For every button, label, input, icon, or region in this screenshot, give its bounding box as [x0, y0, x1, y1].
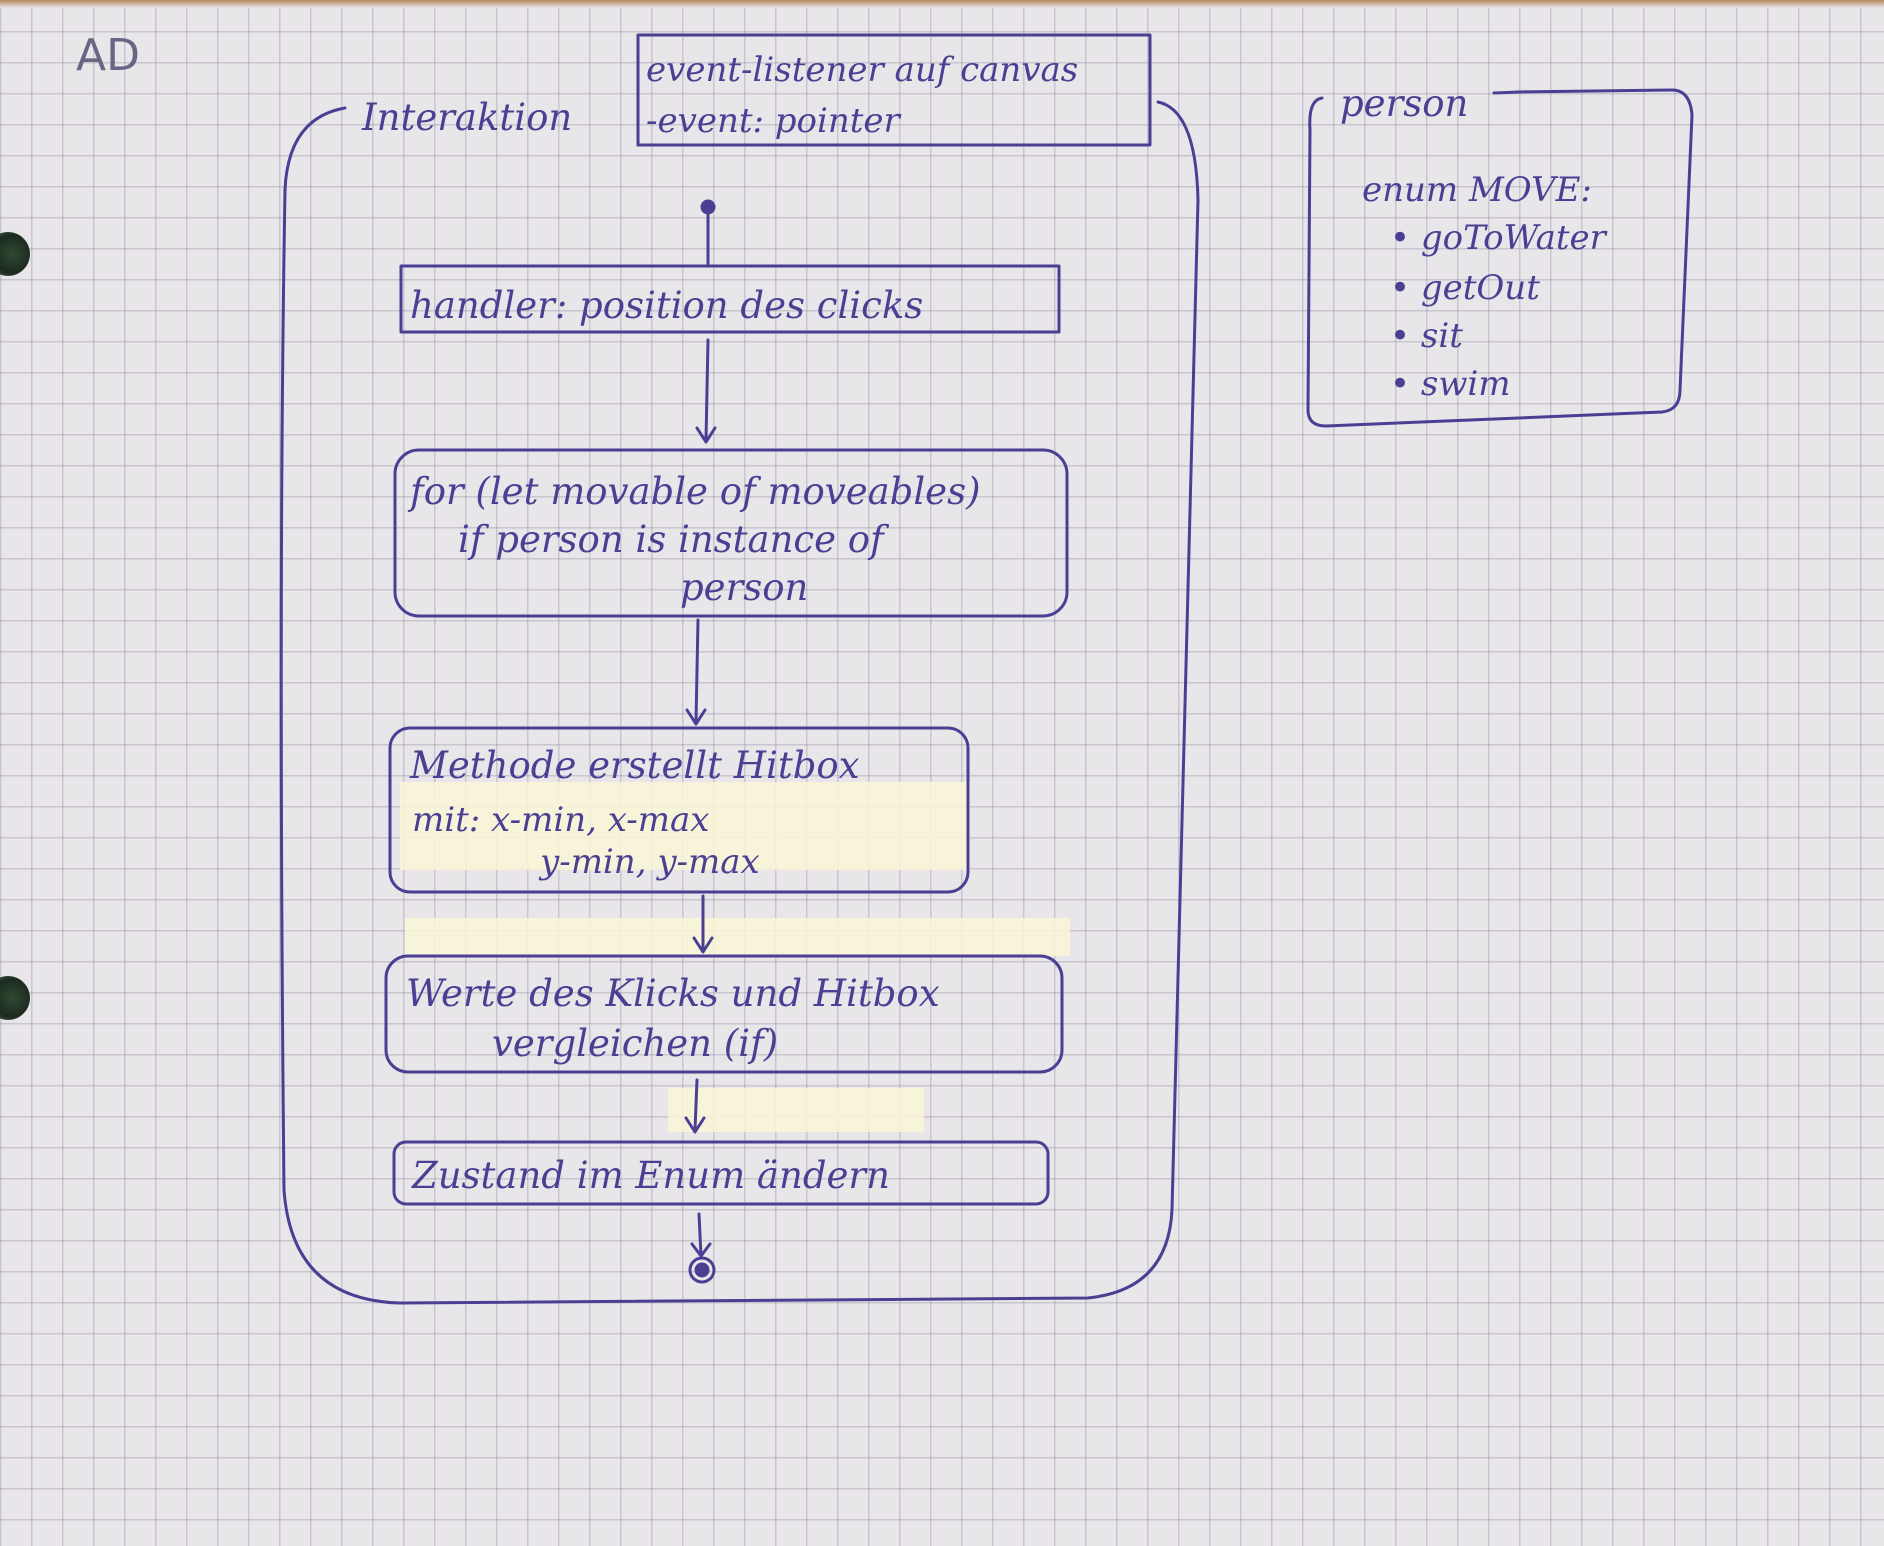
enum-item-label: sit — [1420, 316, 1463, 356]
enum-label: enum MOVE: — [1362, 170, 1592, 210]
step-2-line-2: if person is instance of — [458, 518, 884, 561]
class-title: person — [1340, 82, 1469, 125]
arrowhead — [690, 1242, 712, 1258]
arrowhead — [684, 1116, 706, 1134]
step-2-line-1: for (let movable of moveables) — [410, 470, 981, 513]
flow-arrow — [694, 618, 700, 724]
correction-tape — [400, 782, 970, 870]
final-node-inner — [694, 1262, 710, 1278]
step-box-5 — [392, 1140, 1050, 1206]
activity-frame — [279, 100, 1200, 1305]
arrowhead — [685, 708, 707, 726]
arrowhead — [692, 936, 714, 954]
step-box-2 — [393, 448, 1069, 618]
step-3-line-2: mit: x-min, x-max — [412, 800, 710, 840]
step-4-line-1: Werte des Klicks und Hitbox — [406, 972, 940, 1015]
step-box-1 — [399, 264, 1061, 334]
step-3-line-3: y-min, y-max — [540, 842, 760, 882]
enum-item-label: swim — [1420, 364, 1511, 404]
step-1-text: handler: position des clicks — [410, 284, 924, 327]
final-node — [688, 1256, 716, 1284]
class-box — [1306, 88, 1694, 428]
trigger-line-2: -event: pointer — [646, 101, 900, 141]
flow-arrow — [704, 338, 710, 442]
enum-item: • sit — [1390, 316, 1463, 356]
step-3-line-1: Methode erstellt Hitbox — [410, 744, 860, 787]
enum-item: • swim — [1390, 364, 1511, 404]
paper-top-edge — [0, 0, 1884, 8]
flow-arrow — [693, 1078, 699, 1132]
correction-tape — [405, 918, 1070, 956]
trigger-box — [636, 33, 1152, 147]
enum-item-label: goToWater — [1420, 218, 1606, 258]
frame-label: Interaktion — [362, 96, 573, 139]
enum-item: • goToWater — [1390, 218, 1606, 258]
enum-item-label: getOut — [1420, 268, 1540, 308]
flow-end — [697, 1212, 703, 1258]
title-dash — [1492, 90, 1522, 95]
correction-tape — [668, 1088, 924, 1132]
step-4-line-2: vergleichen (if) — [492, 1022, 779, 1065]
arrowhead — [695, 426, 717, 444]
step-5-text: Zustand im Enum ändern — [412, 1154, 890, 1197]
step-2-line-3: person — [680, 566, 809, 609]
page-label: AD — [76, 30, 140, 81]
step-box-4 — [384, 954, 1064, 1074]
step-box-3 — [388, 726, 970, 894]
trigger-line-1: event-listener auf canvas — [646, 50, 1079, 90]
enum-item: • getOut — [1390, 268, 1540, 308]
